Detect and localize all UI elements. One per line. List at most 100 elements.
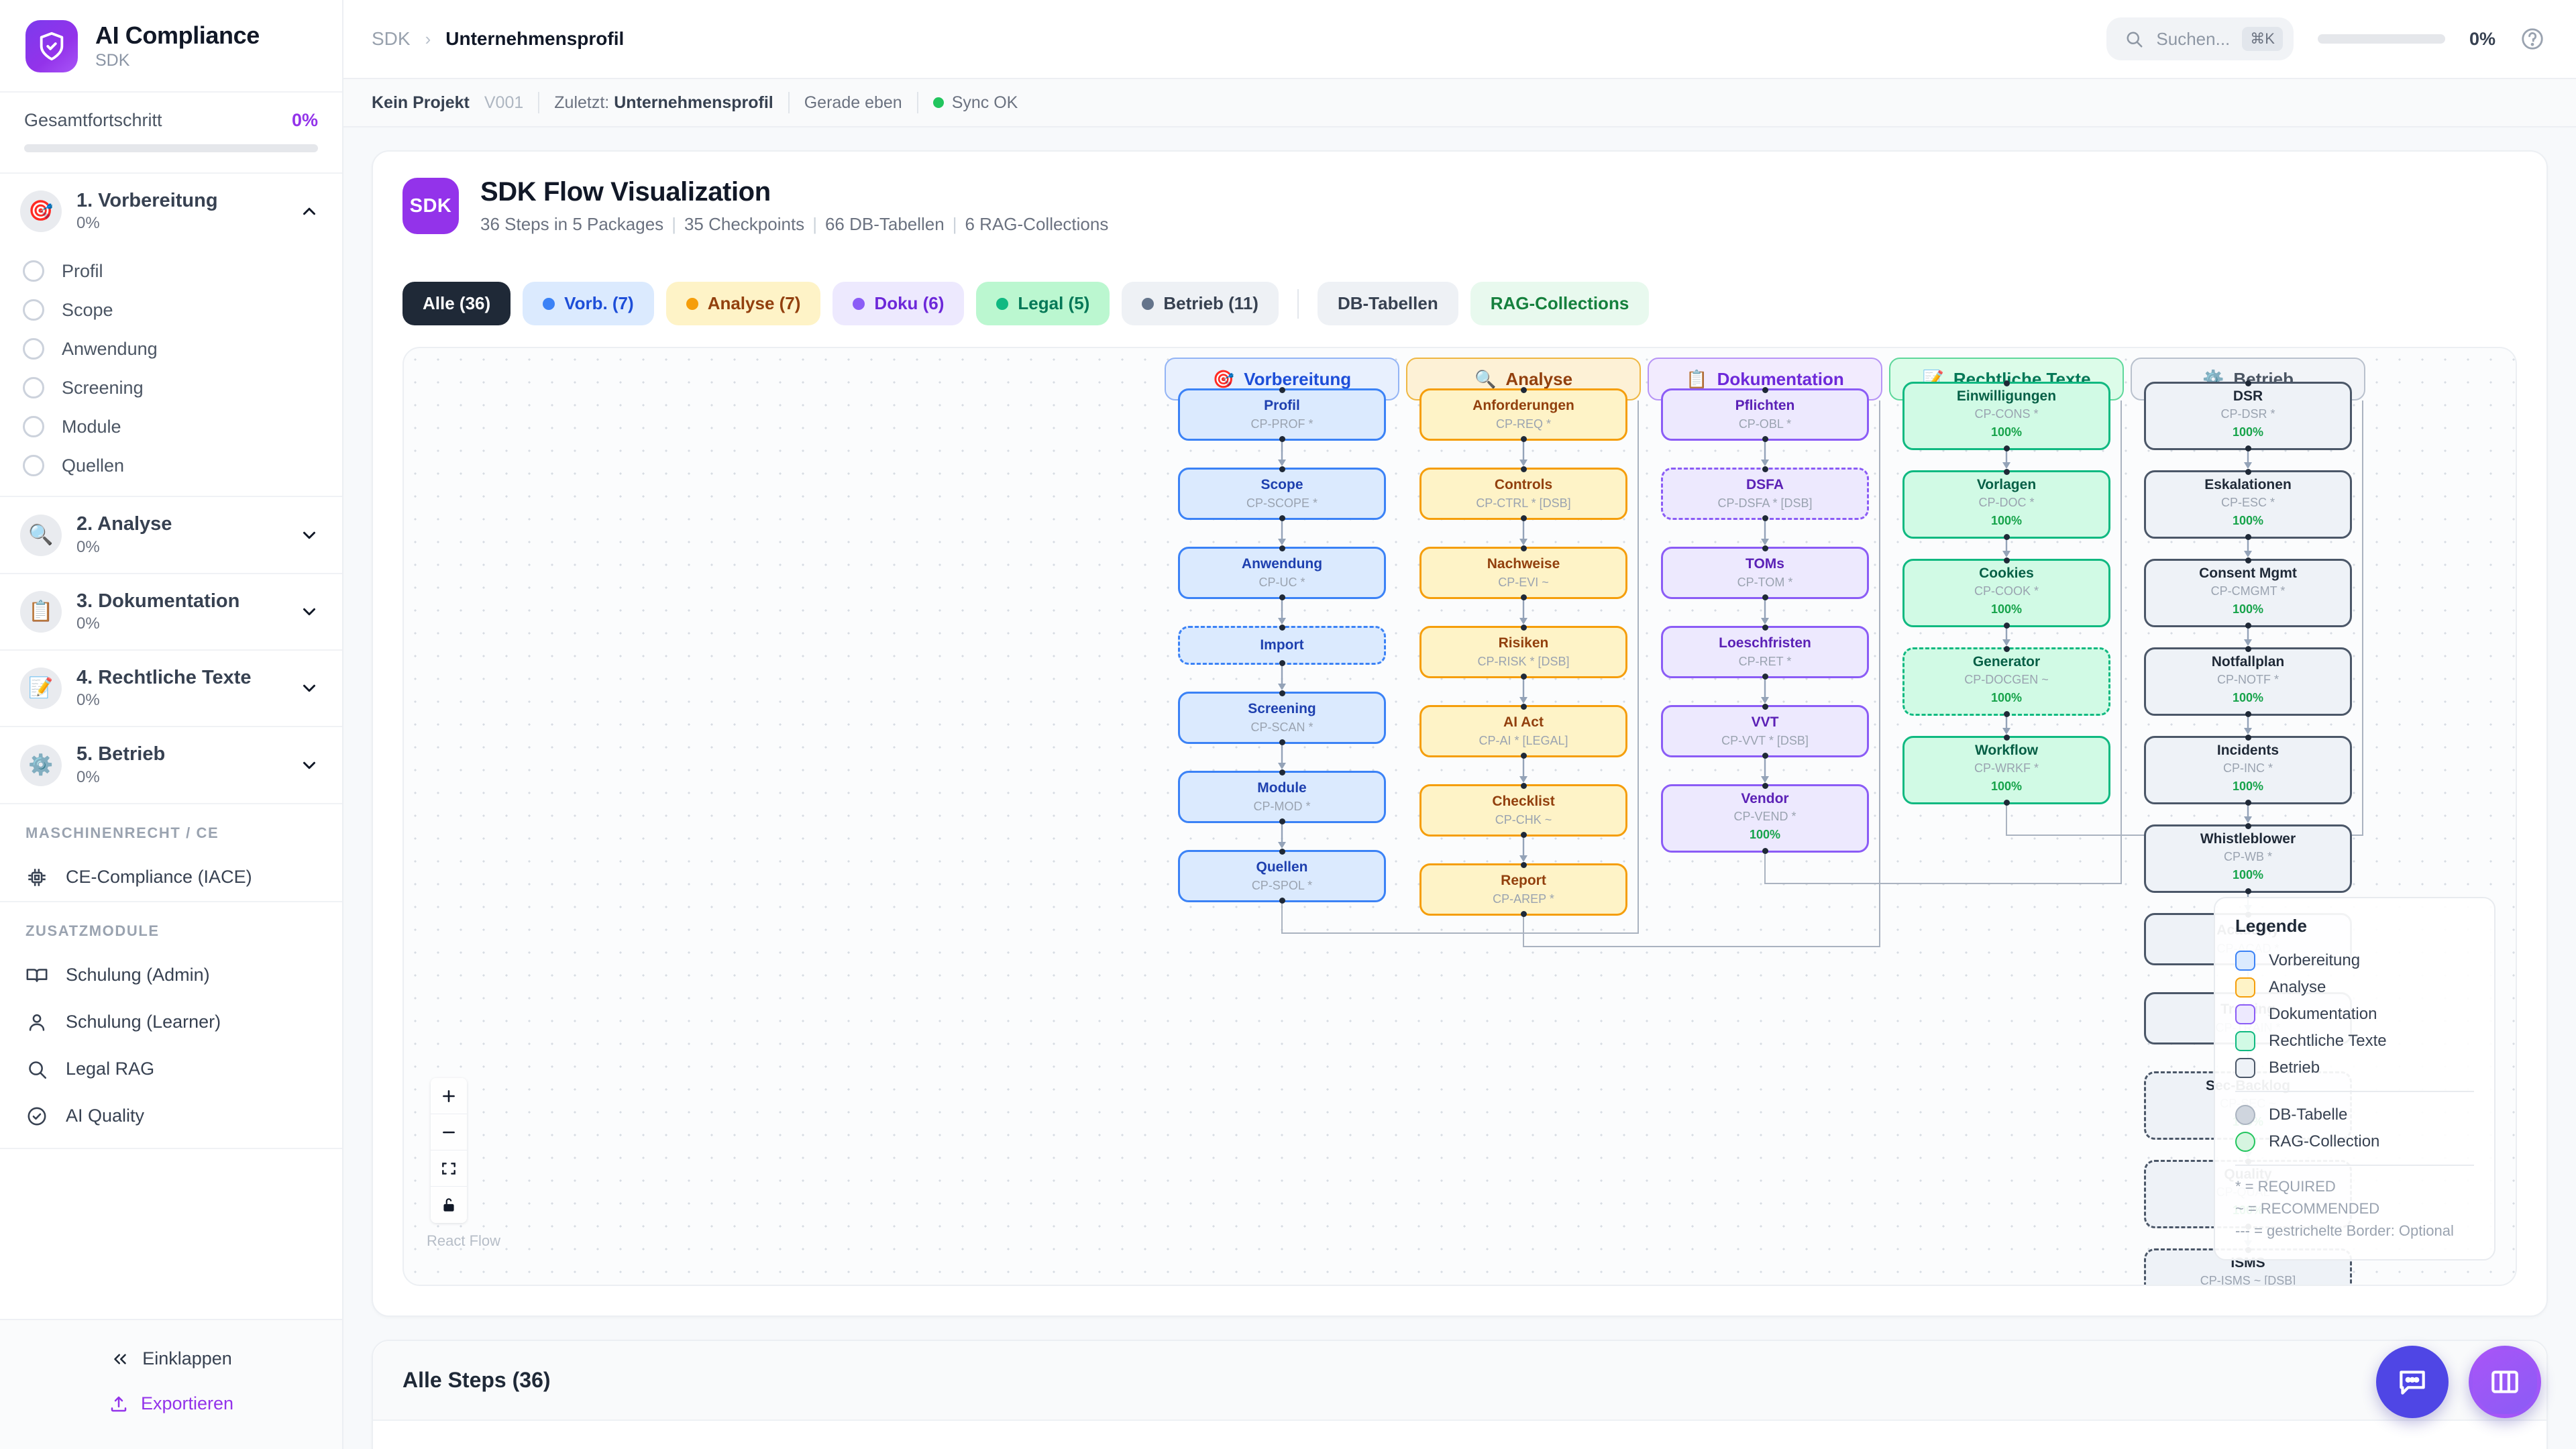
sidebar-item-anwendung[interactable]: Anwendung [0, 329, 342, 368]
node-handle-top[interactable] [1279, 625, 1285, 631]
node-handle-bottom[interactable] [1762, 848, 1768, 854]
node-handle-top[interactable] [1762, 625, 1768, 631]
node-handle-top[interactable] [2003, 646, 2010, 652]
node-handle-bottom[interactable] [2245, 623, 2251, 629]
node-handle-bottom[interactable] [1762, 753, 1768, 759]
node-handle-bottom[interactable] [2003, 534, 2010, 540]
sidebar-item-schulung-admin[interactable]: Schulung (Admin) [0, 952, 342, 999]
node-handle-top[interactable] [2245, 469, 2251, 475]
filter-chip-legal[interactable]: Legal (5) [976, 282, 1110, 325]
panel-fab[interactable] [2469, 1346, 2541, 1418]
sidebar-item-profil[interactable]: Profil [0, 252, 342, 290]
step-status-radio[interactable] [23, 416, 44, 438]
step-status-radio[interactable] [23, 338, 44, 360]
node-handle-top[interactable] [1762, 783, 1768, 789]
step-status-radio[interactable] [23, 260, 44, 282]
sidebar-item-module[interactable]: Module [0, 407, 342, 446]
node-handle-top[interactable] [1279, 849, 1285, 855]
node-handle-bottom[interactable] [1279, 594, 1285, 600]
node-handle-bottom[interactable] [1520, 753, 1527, 759]
filter-chip-analyse[interactable]: Analyse (7) [665, 282, 821, 325]
node-handle-top[interactable] [2245, 735, 2251, 741]
node-handle-top[interactable] [1279, 545, 1285, 551]
search-input[interactable]: Suchen... ⌘K [2106, 17, 2294, 60]
sidebar-item-quellen[interactable]: Quellen [0, 446, 342, 485]
filter-chip-betrieb[interactable]: Betrieb (11) [1122, 282, 1279, 325]
export-button[interactable]: Exportieren [0, 1381, 342, 1426]
filter-chip-dbtabellen[interactable]: DB-Tabellen [1317, 282, 1458, 325]
node-handle-bottom[interactable] [2245, 711, 2251, 717]
sidebar-item-legal-rag[interactable]: Legal RAG [0, 1046, 342, 1093]
step-status-radio[interactable] [23, 299, 44, 321]
node-handle-top[interactable] [1520, 704, 1527, 710]
node-handle-bottom[interactable] [1762, 436, 1768, 442]
step-status-radio[interactable] [23, 377, 44, 399]
node-handle-bottom[interactable] [2003, 445, 2010, 451]
node-handle-top[interactable] [1762, 466, 1768, 472]
node-handle-bottom[interactable] [1520, 515, 1527, 521]
sidebar-item-screening[interactable]: Screening [0, 368, 342, 407]
node-handle-top[interactable] [2245, 557, 2251, 564]
breadcrumb-root[interactable]: SDK [372, 28, 411, 49]
node-handle-top[interactable] [1762, 545, 1768, 551]
node-handle-bottom[interactable] [1520, 594, 1527, 600]
zoom-out-button[interactable] [431, 1114, 467, 1150]
node-handle-bottom[interactable] [1520, 832, 1527, 838]
node-handle-top[interactable] [1279, 466, 1285, 472]
chat-fab[interactable] [2376, 1346, 2449, 1418]
sidebar-item-ai-quality[interactable]: AI Quality [0, 1093, 342, 1140]
help-circle-icon[interactable] [2520, 26, 2545, 52]
node-handle-bottom[interactable] [1520, 911, 1527, 917]
node-handle-bottom[interactable] [1279, 898, 1285, 904]
node-handle-bottom[interactable] [1762, 674, 1768, 680]
node-handle-top[interactable] [1520, 862, 1527, 868]
filter-chip-alle[interactable]: Alle (36) [402, 282, 511, 325]
node-handle-bottom[interactable] [1279, 436, 1285, 442]
node-handle-top[interactable] [1520, 545, 1527, 551]
node-handle-top[interactable] [2003, 380, 2010, 386]
node-handle-bottom[interactable] [2245, 445, 2251, 451]
fit-view-button[interactable] [431, 1150, 467, 1187]
node-handle-top[interactable] [1762, 704, 1768, 710]
node-handle-top[interactable] [2003, 557, 2010, 564]
node-handle-top[interactable] [2245, 823, 2251, 829]
node-handle-bottom[interactable] [1279, 660, 1285, 666]
filter-chip-ragcollections[interactable]: RAG-Collections [1470, 282, 1650, 325]
node-handle-top[interactable] [1279, 769, 1285, 775]
node-handle-bottom[interactable] [2245, 534, 2251, 540]
node-handle-bottom[interactable] [2245, 888, 2251, 894]
node-handle-top[interactable] [1520, 387, 1527, 393]
filter-chip-vorb[interactable]: Vorb. (7) [523, 282, 654, 325]
sidebar-item-scope[interactable]: Scope [0, 290, 342, 329]
zoom-in-button[interactable] [431, 1078, 467, 1114]
node-handle-bottom[interactable] [2245, 800, 2251, 806]
node-handle-bottom[interactable] [2003, 623, 2010, 629]
node-handle-bottom[interactable] [1762, 515, 1768, 521]
